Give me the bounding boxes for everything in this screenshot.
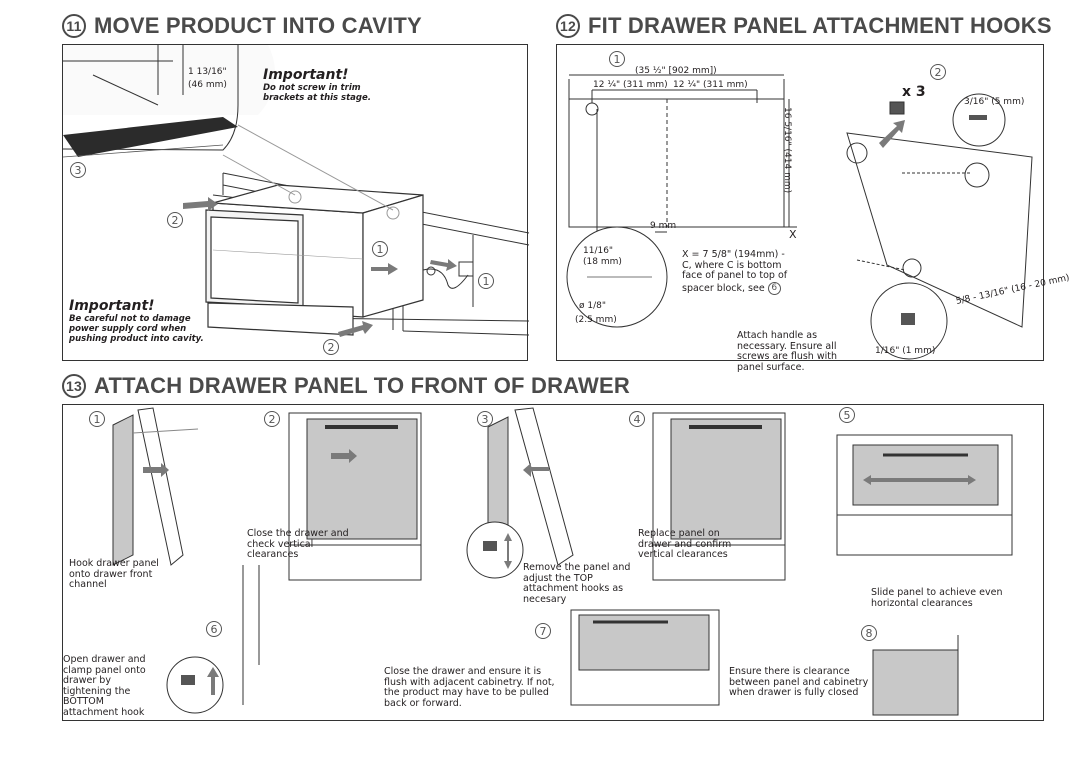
section-number: 13 xyxy=(62,374,86,398)
bottom-offset: 9 mm xyxy=(650,221,677,231)
step-1-caption: Hook drawer panel onto drawer front chan… xyxy=(69,558,159,590)
section-11-header: 11 MOVE PRODUCT INTO CAVITY xyxy=(62,13,422,39)
half-width-right: 12 ¼" (311 mm) xyxy=(673,80,748,90)
panel-12: 1 2 (35 ½" [902 mm]) 12 ¼" (311 mm) 12 ¼… xyxy=(556,44,1070,372)
detail-a-diameter: ø 1/8" xyxy=(579,301,606,311)
hook-count: x 3 xyxy=(902,84,926,100)
step-1-number: 1 xyxy=(89,411,105,427)
section-number: 12 xyxy=(556,14,580,38)
step-6-number: 6 xyxy=(206,621,222,637)
step-5-number: 5 xyxy=(839,407,855,423)
detail-a-imperial: 11/16" xyxy=(583,246,614,256)
product-cavity-illustration xyxy=(62,45,530,337)
section-title: FIT DRAWER PANEL ATTACHMENT HOOKS xyxy=(588,13,1052,38)
important-title: Important! xyxy=(69,298,155,314)
section-title: MOVE PRODUCT INTO CAVITY xyxy=(94,13,422,38)
step-6-caption: Open drawer and clamp panel onto drawer … xyxy=(63,654,146,718)
callout-2: 2 xyxy=(930,64,946,80)
step-2-number: 2 xyxy=(264,411,280,427)
important-title: Important! xyxy=(263,67,349,83)
step-4-caption: Replace panel on drawer and confirm vert… xyxy=(638,528,732,560)
step-4-number: 4 xyxy=(629,411,645,427)
x-label: X xyxy=(789,228,797,241)
step-8-caption: Ensure there is clearance between panel … xyxy=(729,666,869,698)
detail-a-diameter-metric: (2.5 mm) xyxy=(575,315,617,325)
callout-1: 1 xyxy=(372,241,388,257)
callout-3: 3 xyxy=(70,162,86,178)
callout-2: 2 xyxy=(167,212,183,228)
step-7-caption: Close the drawer and ensure it is flush … xyxy=(384,666,555,709)
dimension-imperial: 1 13/16" xyxy=(188,67,227,77)
step-5-caption: Slide panel to achieve even horizontal c… xyxy=(871,587,1003,609)
detail-a-metric: (18 mm) xyxy=(583,257,622,267)
step-7-number: 7 xyxy=(535,623,551,639)
callout-2: 2 xyxy=(323,339,339,355)
attach-note: Attach handle as necessary. Ensure all s… xyxy=(737,330,837,373)
detail-c-dimension: 1/16" (1 mm) xyxy=(875,346,936,356)
formula-text: X = 7 5/8" (194mm) - C, where C is botto… xyxy=(682,249,788,294)
section-12-header: 12 FIT DRAWER PANEL ATTACHMENT HOOKS xyxy=(556,13,1052,39)
important-text: Be careful not to damage power supply co… xyxy=(69,314,204,344)
panel-height: 16 5/16" (414 mm) xyxy=(782,107,792,194)
section-number: 11 xyxy=(62,14,86,38)
step-8-number: 8 xyxy=(861,625,877,641)
hook-dimension-diagram xyxy=(566,74,1033,360)
callout-1: 1 xyxy=(478,273,494,289)
overall-width: (35 ½" [902 mm]) xyxy=(635,66,717,76)
section-13-header: 13 ATTACH DRAWER PANEL TO FRONT OF DRAWE… xyxy=(62,373,630,399)
step-3-caption: Remove the panel and adjust the TOP atta… xyxy=(523,562,631,605)
detail-b-dimension: 3/16" (5 mm) xyxy=(964,97,1025,107)
important-text: Do not screw in trim brackets at this st… xyxy=(263,83,371,103)
x-formula: X = 7 5/8" (194mm) - C, where C is botto… xyxy=(682,249,792,295)
formula-reference: 6 xyxy=(767,281,781,295)
attach-panel-illustrations xyxy=(112,407,1013,716)
panel-13: 1 Hook drawer panel onto drawer front ch… xyxy=(62,404,1044,721)
half-width-left: 12 ¼" (311 mm) xyxy=(593,80,668,90)
step-2-caption: Close the drawer and check vertical clea… xyxy=(247,528,349,560)
step-3-number: 3 xyxy=(477,411,493,427)
section-title: ATTACH DRAWER PANEL TO FRONT OF DRAWER xyxy=(94,373,630,398)
callout-1: 1 xyxy=(609,51,625,67)
panel-11: Important! Do not screw in trim brackets… xyxy=(62,44,530,361)
dimension-metric: (46 mm) xyxy=(188,80,227,90)
